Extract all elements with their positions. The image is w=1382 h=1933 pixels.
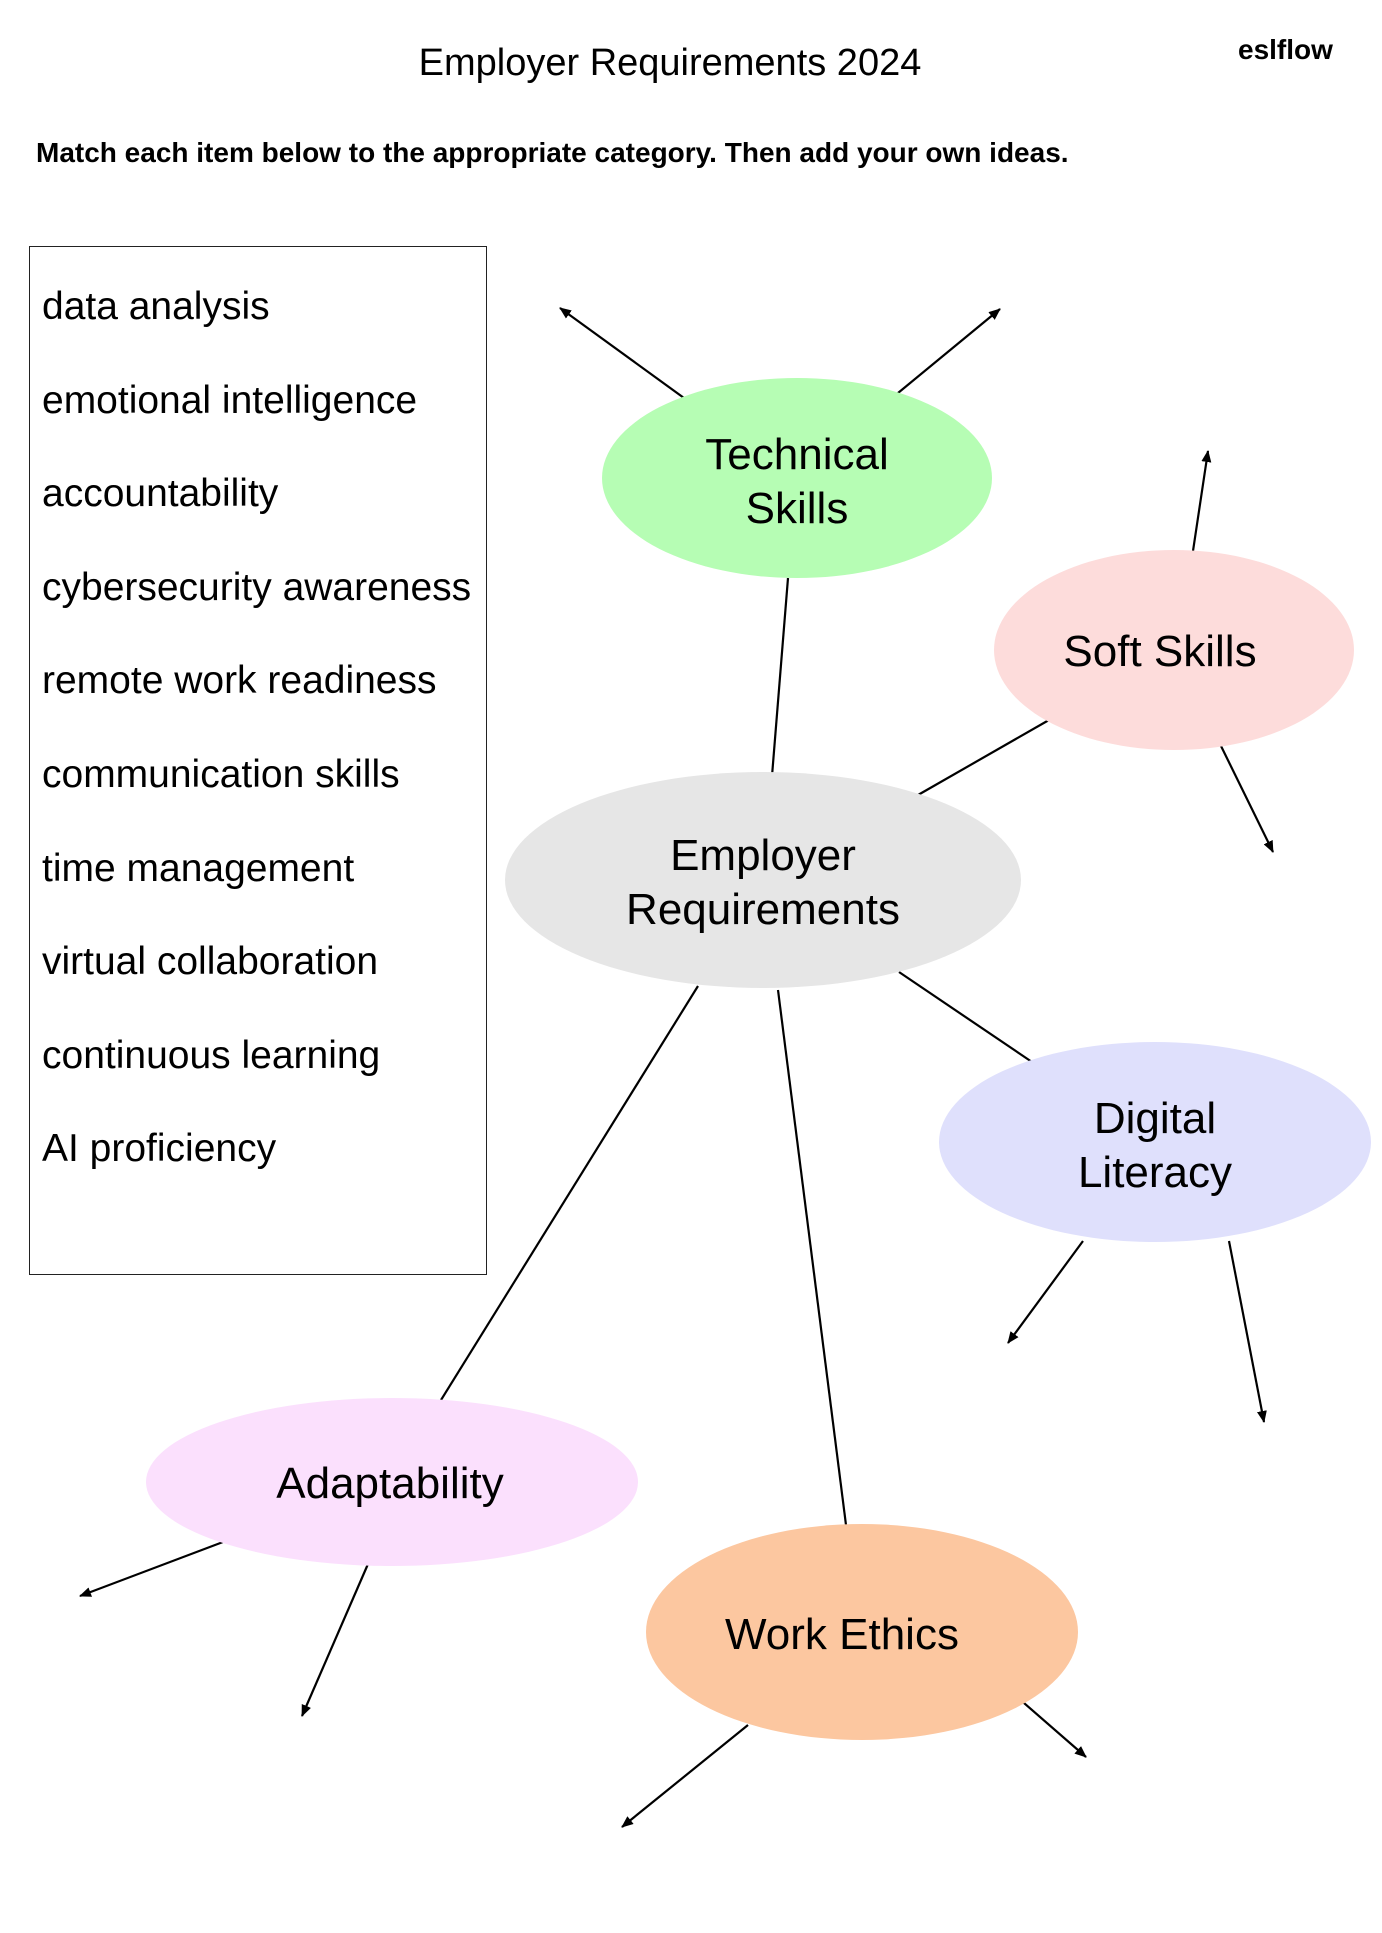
- arrow-icon: [79, 1540, 224, 1598]
- category-technical-skills: Technical Skills: [602, 378, 992, 578]
- center-node: Employer Requirements: [505, 772, 1021, 988]
- category-adaptability: Adaptability: [146, 1398, 638, 1566]
- word-bank-list: data analysis emotional intelligence acc…: [42, 281, 471, 1217]
- category-label-line2: Literacy: [1078, 1148, 1232, 1197]
- connector-technical: [770, 577, 790, 777]
- page-title: Employer Requirements 2024: [418, 42, 922, 84]
- arrow-icon: [1191, 450, 1212, 552]
- category-digital-literacy: Digital Literacy: [939, 1042, 1371, 1242]
- word-bank: data analysis emotional intelligence acc…: [29, 246, 487, 1275]
- word-bank-item: time management: [42, 846, 355, 890]
- arrow-icon: [1220, 745, 1274, 853]
- category-work-ethics: Work Ethics: [646, 1524, 1078, 1740]
- arrow-icon: [897, 308, 1001, 394]
- word-bank-item: virtual collaboration: [42, 940, 379, 984]
- center-node-label-line2: Requirements: [626, 885, 900, 934]
- category-soft-skills: Soft Skills: [994, 550, 1354, 750]
- arrow-icon: [300, 1563, 370, 1717]
- connector-lines: [440, 577, 1050, 1526]
- word-bank-item: communication skills: [42, 752, 400, 796]
- instructions: Match each item below to the appropriate…: [36, 137, 1069, 168]
- arrow-icon: [1007, 1240, 1084, 1344]
- category-label-line1: Technical: [705, 430, 888, 479]
- connector-adaptability: [440, 985, 699, 1401]
- arrow-icon: [559, 307, 685, 399]
- category-label: Work Ethics: [725, 1610, 959, 1659]
- word-bank-item: continuous learning: [42, 1033, 381, 1077]
- category-label-line1: Digital: [1094, 1094, 1216, 1143]
- center-node-label-line1: Employer: [670, 831, 856, 880]
- word-bank-item: data analysis: [42, 285, 270, 328]
- connector-work-ethics: [776, 989, 848, 1526]
- arrow-icon: [621, 1724, 749, 1828]
- category-label: Adaptability: [276, 1459, 503, 1508]
- brand-logo: eslflow: [1238, 34, 1333, 65]
- category-label-line2: Skills: [746, 484, 849, 533]
- word-bank-item: accountability: [42, 472, 279, 516]
- word-bank-item: AI proficiency: [42, 1127, 277, 1171]
- connector-digital: [898, 971, 1033, 1063]
- word-bank-item: cybersecurity awareness: [42, 565, 472, 609]
- category-label: Soft Skills: [1063, 627, 1256, 676]
- word-bank-item: emotional intelligence: [42, 378, 418, 422]
- arrow-icon: [1227, 1240, 1267, 1423]
- connector-soft: [917, 719, 1050, 796]
- word-bank-item: remote work readiness: [42, 659, 437, 703]
